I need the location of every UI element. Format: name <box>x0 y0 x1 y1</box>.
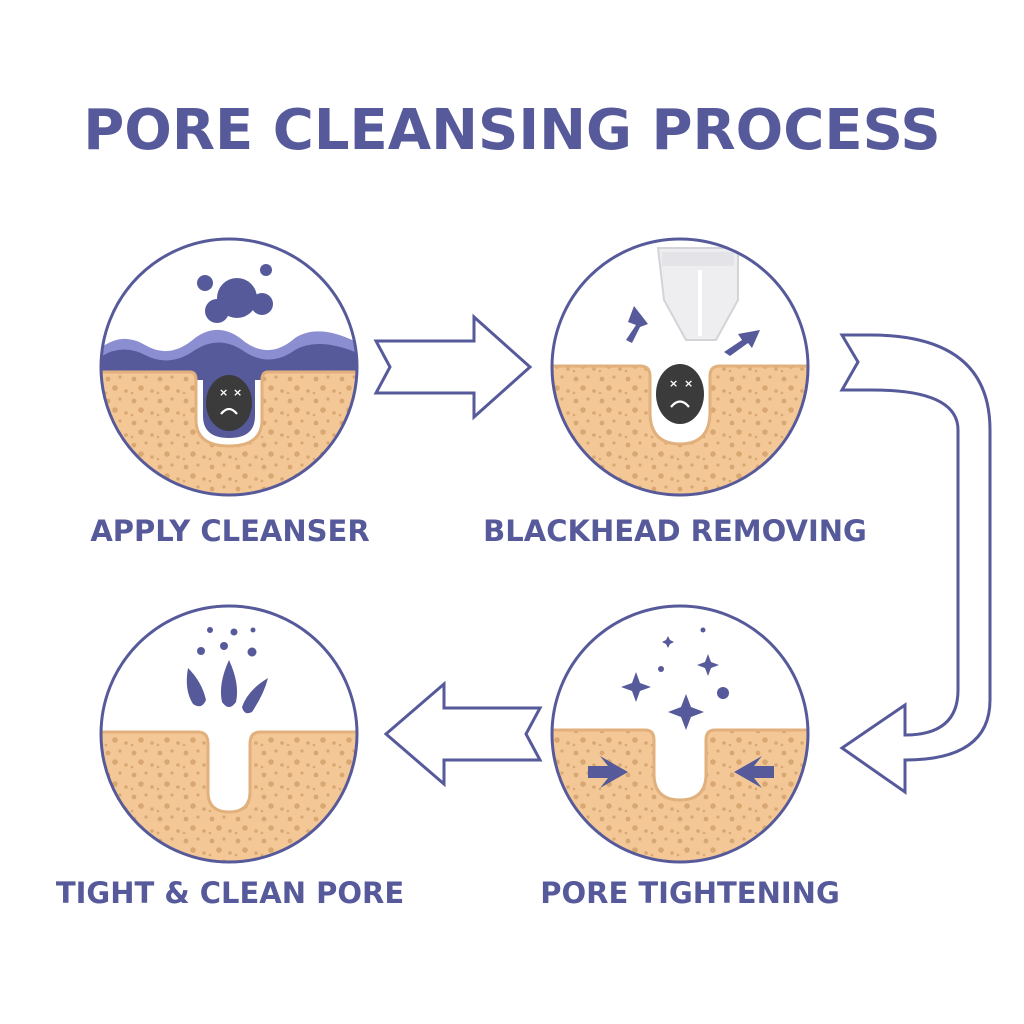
step-label-blackhead-removing: BLACKHEAD REMOVING <box>483 514 867 548</box>
sparkle-icon <box>621 672 651 702</box>
page-title: PORE CLEANSING PROCESS <box>83 98 941 163</box>
step-label-pore-tightening: PORE TIGHTENING <box>540 876 840 910</box>
suction-arrow-left <box>626 306 648 343</box>
svg-text:×: × <box>684 377 693 390</box>
compress-arrow-right <box>734 756 774 788</box>
step-apply-cleanser-illustration: × × <box>99 237 359 497</box>
svg-text:×: × <box>219 386 228 399</box>
step-circle <box>99 237 359 497</box>
step-circle <box>99 604 359 864</box>
step-label-tight-clean-pore: TIGHT & CLEAN PORE <box>55 876 405 910</box>
step-pore-tightening-illustration <box>550 604 810 864</box>
blackhead <box>206 375 252 431</box>
step-label-apply-cleanser: APPLY CLEANSER <box>90 514 370 548</box>
arrow-right-icon <box>373 313 533 421</box>
suction-arrow-right <box>724 330 760 356</box>
compress-arrow-left <box>588 756 628 788</box>
skin-layer <box>101 730 357 862</box>
blackhead <box>656 364 704 424</box>
arrow-left-icon <box>383 680 543 788</box>
curved-arrow-down-icon <box>839 333 992 795</box>
step-circle <box>550 237 810 497</box>
svg-text:×: × <box>669 377 678 390</box>
skin-layer <box>552 364 808 495</box>
skin-layer <box>101 370 357 495</box>
step-circle <box>550 604 810 864</box>
step-blackhead-removing-illustration: × × <box>550 237 810 497</box>
svg-text:×: × <box>233 386 242 399</box>
step-clean-pore-illustration <box>99 604 359 864</box>
droplet-icon <box>220 660 238 707</box>
